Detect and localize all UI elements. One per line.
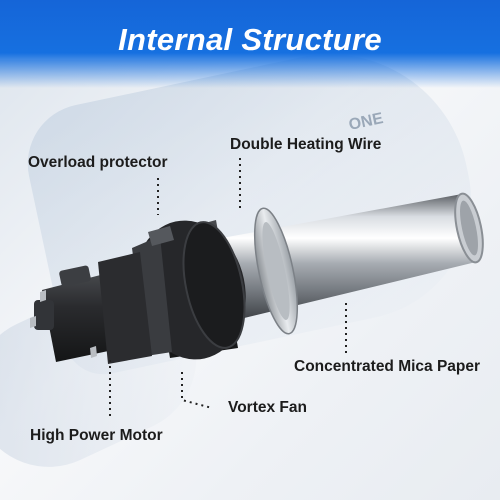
- label-vortex-fan: Vortex Fan: [228, 399, 307, 416]
- page-title: Internal Structure: [118, 22, 382, 57]
- label-concentrated-mica-paper: Concentrated Mica Paper: [294, 358, 481, 375]
- header-banner: [0, 0, 500, 88]
- label-double-heating-wire: Double Heating Wire: [230, 136, 382, 153]
- mica-flange-ring: [253, 207, 299, 335]
- background-brand-text: ONE: [347, 110, 385, 134]
- motor-body: [30, 252, 152, 364]
- label-overload-protector: Overload protector: [28, 154, 168, 171]
- leader-lines: [109, 158, 347, 420]
- label-high-power-motor: High Power Motor: [30, 427, 163, 444]
- vortex-fan-housing: [132, 220, 246, 360]
